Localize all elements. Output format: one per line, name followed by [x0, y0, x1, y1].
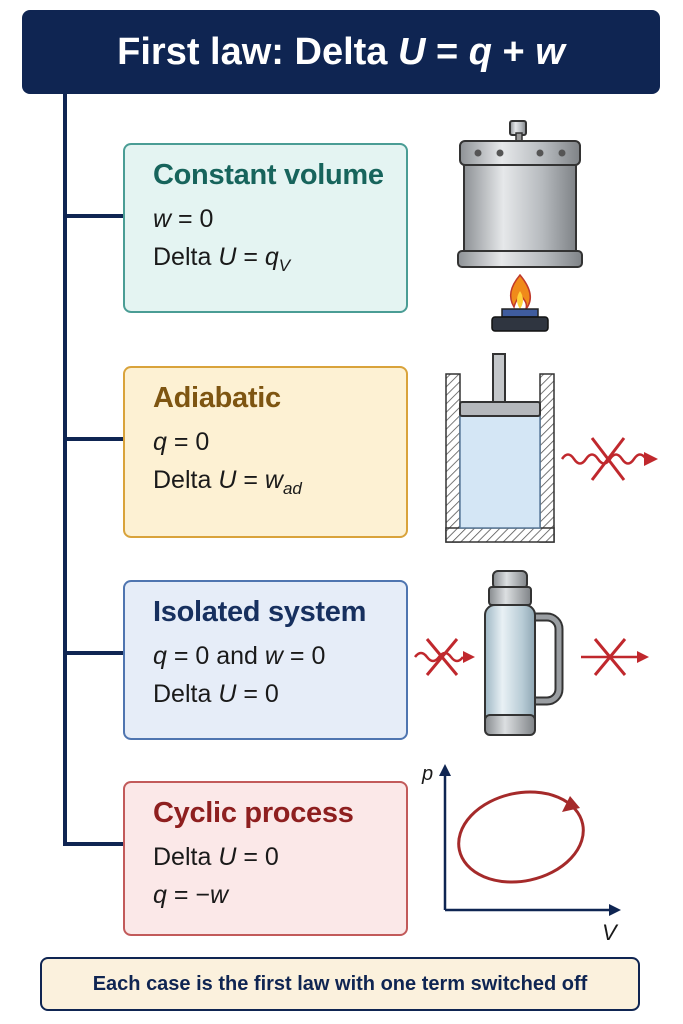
case-line-2: q = −w [153, 881, 229, 909]
case-adiabatic: Adiabatic q = 0 Delta U = wad [123, 366, 408, 538]
case-line-1: w = 0 [153, 205, 214, 233]
p-axis-label: p [421, 763, 433, 785]
branch-constant-volume [63, 214, 123, 218]
branch-adiabatic [63, 437, 123, 441]
cycle-direction-arrow [562, 796, 580, 812]
v-axis-label: V [602, 920, 619, 945]
case-line-2: Delta U = qV [153, 243, 291, 275]
case-line-1: q = 0 [153, 428, 210, 456]
vacuum-flask-icon [414, 570, 649, 736]
case-line-1: Delta U = 0 [153, 843, 279, 871]
case-line-1: q = 0 and w = 0 [153, 642, 326, 670]
case-heading: Constant volume [153, 159, 384, 191]
insulated-piston-cylinder-icon [445, 353, 658, 543]
case-constant-volume: Constant volume w = 0 Delta U = qV [123, 143, 408, 313]
footer-note: Each case is the first law with one term… [40, 957, 640, 1011]
pv-cycle-diagram: p V [421, 763, 621, 945]
case-line-2: Delta U = wad [153, 466, 302, 498]
cycle-loop [457, 790, 585, 884]
branch-isolated [63, 651, 123, 655]
case-isolated-system: Isolated system q = 0 and w = 0 Delta U … [123, 580, 408, 740]
case-cyclic-process: Cyclic process Delta U = 0 q = −w [123, 781, 408, 936]
case-heading: Adiabatic [153, 382, 281, 414]
case-heading: Isolated system [153, 596, 367, 628]
case-heading: Cyclic process [153, 797, 354, 829]
rigid-vessel-burner-icon [457, 120, 583, 332]
case-line-2: Delta U = 0 [153, 680, 279, 708]
title-text: First law: Delta U = q + w [117, 30, 565, 73]
tree-trunk [63, 94, 67, 846]
branch-cyclic [63, 842, 123, 846]
title-bar: First law: Delta U = q + w [22, 10, 660, 94]
